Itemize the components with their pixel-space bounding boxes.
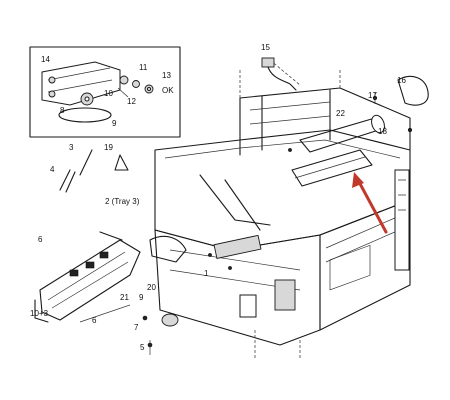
red-pointer-arrow: [352, 172, 388, 234]
callout-6: 6: [38, 235, 43, 244]
callout-8: 8: [60, 106, 65, 115]
callout-15: 15: [261, 43, 270, 52]
callout-22: 22: [336, 109, 345, 118]
callout-13: 13: [162, 71, 171, 80]
callout-21: 21: [120, 293, 129, 302]
callout-11: 11: [139, 63, 148, 72]
loose-parts: 3 4 19 2 (Tray 3): [50, 143, 140, 206]
callout-4: 4: [50, 165, 55, 174]
printer-chassis: [149, 59, 429, 360]
cable-assembly: 15: [261, 43, 297, 91]
bottom-hardware: 7 1 5: [134, 269, 209, 355]
callout-16: 16: [397, 76, 406, 85]
callout-20: 20: [147, 283, 156, 292]
callout-9: 9: [112, 119, 117, 128]
callout-note: 10+3: [30, 309, 49, 318]
callout-10: 10: [104, 89, 113, 98]
callout-12: 12: [127, 97, 136, 106]
callout-6b: 6: [92, 316, 97, 325]
detail-inset: 14 10 11 12 13 OK 8 9: [29, 46, 181, 138]
callout-1: 1: [204, 269, 209, 278]
callout-9b: 9: [139, 293, 144, 302]
callout-19: 19: [104, 143, 113, 152]
callout-ok: OK: [162, 86, 174, 95]
callout-18: 18: [378, 127, 387, 136]
callout-5: 5: [140, 343, 145, 352]
feed-assembly: 6 10+3 6 21 9 20: [30, 231, 156, 325]
callout-7: 7: [134, 323, 139, 332]
callout-14: 14: [41, 55, 50, 64]
callout-3: 3: [69, 143, 74, 152]
callout-17: 17: [368, 91, 377, 100]
callout-2: 2 (Tray 3): [105, 197, 140, 206]
